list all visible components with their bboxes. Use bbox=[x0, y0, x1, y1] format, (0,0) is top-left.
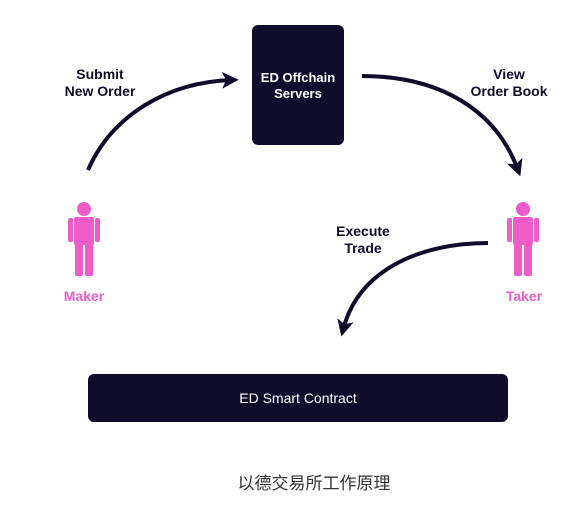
view-order-book-label: View Order Book bbox=[456, 66, 562, 100]
submit-order-label: Submit New Order bbox=[48, 66, 152, 100]
execute-arrow bbox=[337, 241, 489, 337]
maker-label: Maker bbox=[63, 288, 105, 304]
server-label: ED Offchain Servers bbox=[252, 70, 344, 102]
server-box bbox=[252, 25, 344, 145]
view-label-line1: View bbox=[493, 66, 525, 82]
submit-label-line2: New Order bbox=[64, 83, 136, 99]
contract-label: ED Smart Contract bbox=[239, 390, 357, 406]
view-arrow bbox=[361, 74, 523, 177]
submit-label-line1: Submit bbox=[76, 66, 124, 82]
server-label-line2: Servers bbox=[274, 86, 322, 101]
figure-caption: 以德交易所工作原理 bbox=[237, 474, 391, 494]
maker-person-icon bbox=[68, 202, 100, 276]
submit-arrow bbox=[86, 71, 239, 171]
view-label-line2: Order Book bbox=[470, 83, 548, 99]
server-label-line1: ED Offchain bbox=[260, 70, 336, 85]
execute-label-line1: Execute bbox=[336, 223, 390, 239]
execute-trade-label: Execute Trade bbox=[318, 223, 408, 257]
taker-label: Taker bbox=[505, 288, 543, 304]
taker-person-icon bbox=[507, 202, 539, 276]
contract-box bbox=[88, 374, 508, 422]
execute-label-line2: Trade bbox=[344, 240, 382, 256]
